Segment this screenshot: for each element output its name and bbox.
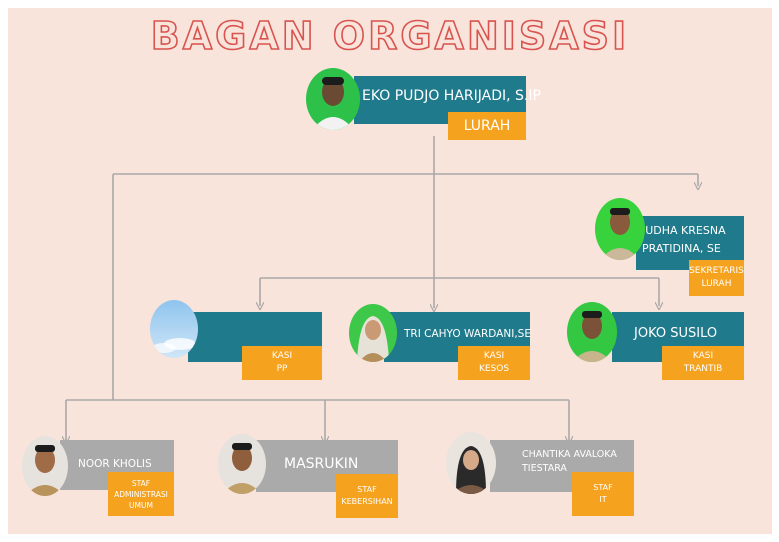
kasi-kesos-role-line1: KASI (483, 351, 505, 361)
sekretaris-photo (595, 198, 645, 260)
staf-it-name-line1: CHANTIKA AVALOKA (522, 449, 617, 460)
person-photo-icon (357, 316, 389, 362)
org-chart-canvas: BAGAN ORGANISASI EK (8, 8, 772, 534)
staf-umum-photo (22, 436, 68, 496)
staf-it-name-line2: TIESTARA (522, 463, 567, 474)
lurah-photo (306, 68, 360, 130)
kasi-kesos-role-badge: KASI KESOS (458, 346, 530, 380)
sekretaris-role-line1: SEKRETARIS (689, 266, 744, 276)
staf-kebersihan-role-badge: STAF KEBERSIHAN (336, 474, 398, 518)
staf-umum-role-line3: UMUM (129, 500, 153, 510)
lurah-role: LURAH (463, 118, 511, 134)
staf-kebersihan-role-line1: STAF (357, 485, 377, 494)
staf-kebersihan-photo (218, 434, 266, 494)
sekretaris-role-badge: SEKRETARIS LURAH (689, 260, 744, 296)
staf-it-role-line2: IT (599, 495, 607, 504)
lurah-name: EKO PUDJO HARIJADI, S.IP (362, 88, 541, 104)
sekretaris-role-line2: LURAH (701, 279, 732, 289)
kasi-kesos-name: TRI CAHYO WARDANI,SE (404, 328, 531, 340)
person-photo-icon (452, 446, 490, 494)
kasi-trantib-role-line2: TRANTIB (683, 364, 723, 374)
sekretaris-name: JUDHA KRESNA PRATIDINA, SE (642, 222, 726, 258)
staf-it-photo (446, 432, 496, 494)
chart-title: BAGAN ORGANISASI (150, 13, 630, 59)
person-photo-icon (222, 443, 262, 494)
staf-it-role-badge: STAF IT (572, 472, 634, 516)
staf-kebersihan-role-line2: KEBERSIHAN (341, 497, 393, 506)
lurah-role-badge: LURAH (448, 112, 526, 140)
kasi-trantib-role-badge: KASI TRANTIB (662, 346, 744, 380)
connector-lines (8, 136, 772, 534)
sekretaris-name-line1: JUDHA KRESNA (642, 224, 726, 237)
staf-kebersihan-name: MASRUKIN (284, 456, 359, 472)
kasi-pp-photo (150, 300, 198, 358)
staf-umum-name: NOOR KHOLIS (78, 458, 152, 470)
kasi-pp-role-line2: PP (276, 364, 288, 374)
person-photo-icon (25, 445, 65, 496)
kasi-pp-role-line1: KASI (271, 351, 293, 361)
staf-it-name: CHANTIKA AVALOKA TIESTARA (522, 448, 617, 476)
staf-umum-role-line2: ADMINISTRASI (114, 489, 168, 499)
person-photo-icon (312, 77, 354, 130)
staf-it-role-line1: STAF (593, 483, 613, 492)
staf-umum-role-line1: STAF (131, 478, 151, 488)
sky-photo-icon (152, 338, 196, 353)
person-photo-icon (572, 311, 612, 362)
sekretaris-name-line2: PRATIDINA, SE (642, 242, 721, 255)
person-photo-icon (600, 208, 640, 260)
kasi-trantib-photo (567, 302, 617, 362)
kasi-kesos-role-line2: KESOS (478, 364, 510, 374)
kasi-kesos-photo (349, 304, 397, 362)
kasi-trantib-role-line1: KASI (692, 351, 714, 361)
kasi-trantib-name: JOKO SUSILO (634, 326, 718, 341)
kasi-pp-role-badge: KASI PP (242, 346, 322, 380)
staf-umum-role-badge: STAF ADMINISTRASI UMUM (108, 472, 174, 516)
